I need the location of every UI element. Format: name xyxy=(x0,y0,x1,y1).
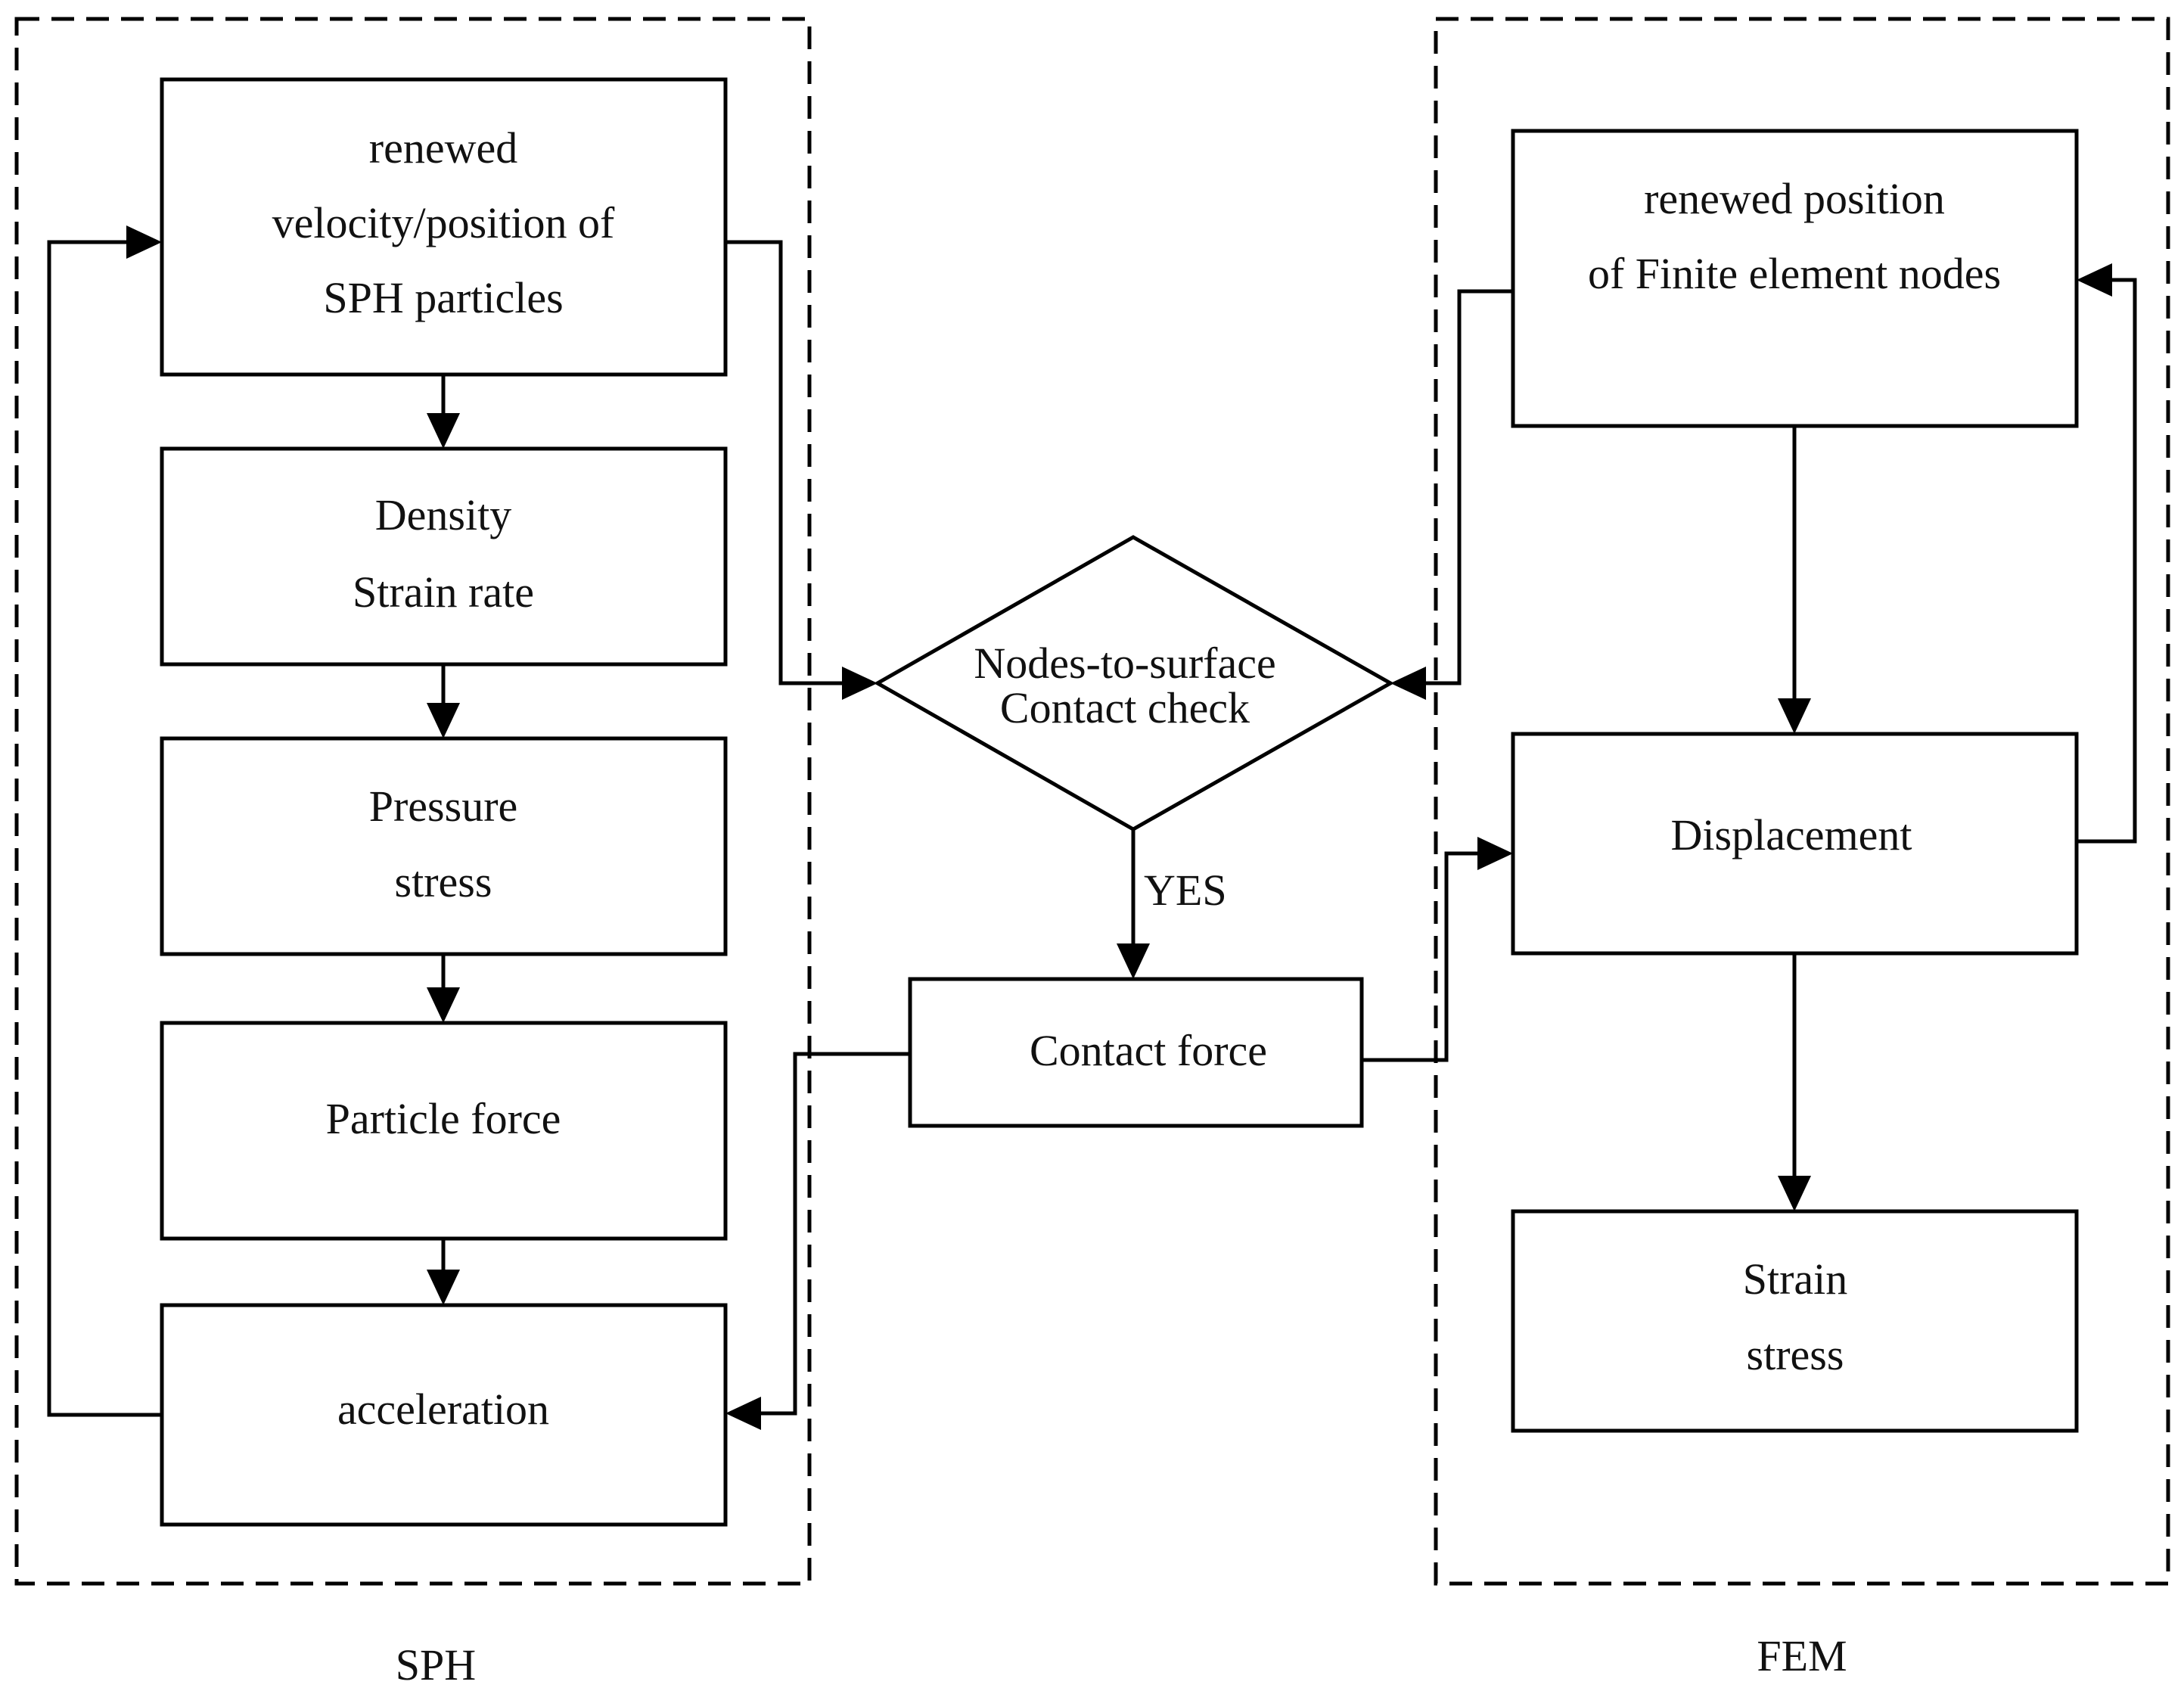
fem-position-to-contact-arrow xyxy=(1390,289,1513,700)
fem-feedback-arrow xyxy=(2077,263,2137,844)
sph-velocity-node: renewed velocity/position of SPH particl… xyxy=(160,77,728,377)
sph-particle-force-line-1: Particle force xyxy=(326,1094,561,1143)
sph-density-line-1: Density xyxy=(375,490,511,539)
sph-acceleration-line-1: acceleration xyxy=(337,1385,549,1434)
contact-check-line-2: Contact check xyxy=(1000,683,1250,732)
contact-force-to-acceleration-arrow xyxy=(725,1052,910,1430)
fem-group-label: FEM xyxy=(1757,1631,1847,1680)
fem-strain-line-2: stress xyxy=(1747,1330,1844,1379)
fem-position-line-2: of Finite element nodes xyxy=(1588,249,2001,298)
contact-force-line-1: Contact force xyxy=(1030,1026,1267,1075)
fem-strain-node: Strain stress xyxy=(1511,1209,2079,1433)
contact-check-decision: Nodes-to-surface Contact check xyxy=(873,535,1395,832)
sph-velocity-line-1: renewed xyxy=(369,123,517,173)
sph-group-boundary xyxy=(14,17,812,1586)
sph-acceleration-node: acceleration xyxy=(160,1303,728,1527)
contact-yes-arrow: YES xyxy=(1117,829,1227,979)
sph-pressure-line-2: stress xyxy=(395,857,492,906)
sph-flow-arrows xyxy=(427,375,460,1305)
sph-pressure-node: Pressure stress xyxy=(160,736,728,956)
contact-yes-label: YES xyxy=(1144,866,1227,915)
contact-check-line-1: Nodes-to-surface xyxy=(974,639,1275,688)
sph-particle-force-node: Particle force xyxy=(160,1021,728,1241)
fem-displacement-to-strain-arrow xyxy=(1778,953,1811,1211)
fem-displacement-line-1: Displacement xyxy=(1671,810,1912,859)
sph-feedback-arrow xyxy=(47,225,162,1417)
fem-displacement-node: Displacement xyxy=(1511,732,2079,956)
fem-group-boundary xyxy=(1434,17,2170,1586)
fem-strain-line-1: Strain xyxy=(1743,1254,1848,1304)
sph-velocity-line-3: SPH particles xyxy=(323,273,563,322)
sph-velocity-line-2: velocity/position of xyxy=(272,198,615,247)
sph-group-label: SPH xyxy=(396,1640,476,1689)
fem-position-node: renewed position of Finite element nodes xyxy=(1511,129,2079,428)
fem-position-line-1: renewed position xyxy=(1644,174,1945,223)
sph-density-node: Density Strain rate xyxy=(160,446,728,667)
contact-force-to-displacement-arrow xyxy=(1362,837,1513,1062)
fem-position-to-displacement-arrow xyxy=(1778,426,1811,734)
sph-density-line-2: Strain rate xyxy=(353,567,534,617)
contact-force-node: Contact force xyxy=(908,977,1364,1128)
sph-pressure-line-1: Pressure xyxy=(369,782,518,831)
velocity-to-contact-arrow xyxy=(725,240,878,700)
